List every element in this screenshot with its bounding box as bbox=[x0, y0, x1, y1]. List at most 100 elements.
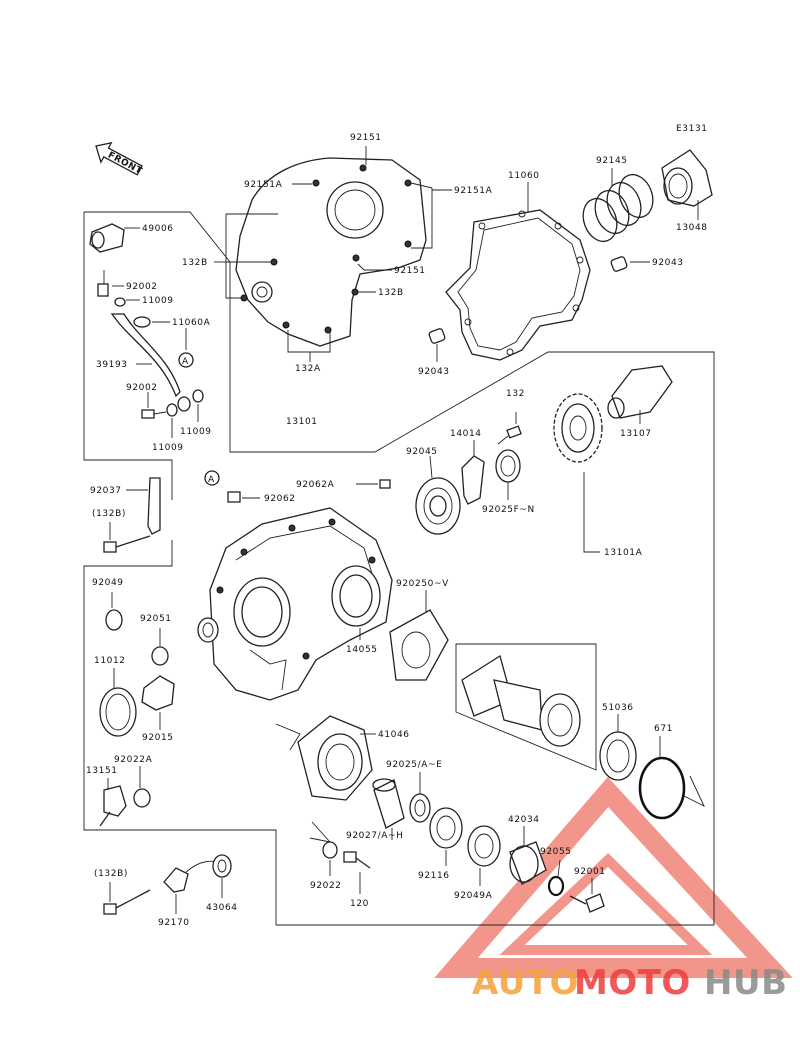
label-92043-right: 92043 bbox=[652, 258, 684, 268]
collar-92027ah bbox=[372, 778, 405, 840]
watermark-auto: AUTO bbox=[472, 963, 579, 1003]
label-92151-mid: 92151 bbox=[394, 266, 426, 276]
label-92049a: 92049A bbox=[454, 891, 493, 901]
label-11060: 11060 bbox=[508, 171, 540, 181]
bracket-92037 bbox=[126, 477, 161, 535]
label-13101a: 13101A bbox=[604, 548, 643, 558]
cap-11012 bbox=[99, 668, 137, 737]
label-92170: 92170 bbox=[158, 918, 190, 928]
shim-92025ae bbox=[409, 772, 431, 823]
label-92022a: 92022A bbox=[114, 755, 153, 765]
shim-920250v bbox=[389, 590, 449, 681]
washer-92022 bbox=[309, 821, 338, 876]
label-11009-b2: 11009 bbox=[180, 427, 212, 437]
shim-92025fn bbox=[495, 449, 521, 500]
label-92022: 92022 bbox=[310, 881, 342, 891]
assembly-frame bbox=[83, 211, 715, 926]
label-92015: 92015 bbox=[142, 733, 174, 743]
spring-92145 bbox=[582, 168, 654, 243]
label-13151: 13151 bbox=[86, 766, 118, 776]
housing-41046 bbox=[275, 715, 376, 801]
plug-92062 bbox=[227, 491, 260, 503]
label-132b-left: 132B bbox=[182, 258, 208, 268]
bolt-132b-p1 bbox=[103, 522, 151, 553]
label-14055: 14055 bbox=[346, 645, 378, 655]
label-92051: 92051 bbox=[140, 614, 172, 624]
label-11009-b1: 11009 bbox=[152, 443, 184, 453]
label-92062: 92062 bbox=[264, 494, 296, 504]
label-92045: 92045 bbox=[406, 447, 438, 457]
grommet-43064 bbox=[212, 854, 232, 898]
pinion-group-13101a bbox=[455, 472, 600, 771]
label-920250v: 920250~V bbox=[396, 579, 449, 589]
sensor-13151 bbox=[99, 778, 127, 827]
bolt-92001 bbox=[569, 878, 605, 913]
watermark-moto: MOTO bbox=[574, 963, 691, 1003]
bearing-42034 bbox=[509, 826, 547, 885]
label-13107: 13107 bbox=[620, 429, 652, 439]
bolt-92002-top bbox=[97, 270, 124, 297]
label-92001: 92001 bbox=[574, 867, 606, 877]
washers-11009-bot bbox=[166, 389, 204, 438]
bolt-132-mid bbox=[497, 412, 522, 445]
seal-92051 bbox=[151, 617, 219, 666]
seal-92049 bbox=[105, 592, 123, 631]
label-92027ah: 92027/A~H bbox=[346, 831, 404, 841]
bearing-92045 bbox=[415, 455, 461, 535]
pin-92043-left bbox=[428, 328, 446, 362]
label-92151a-right: 92151A bbox=[454, 186, 493, 196]
callout-a-case: A bbox=[208, 475, 215, 485]
label-92055: 92055 bbox=[540, 847, 572, 857]
plug-92062a bbox=[356, 479, 391, 489]
label-132b-right: 132B bbox=[378, 288, 404, 298]
label-132b-p1: (132B) bbox=[92, 509, 126, 519]
bolt-120 bbox=[343, 851, 371, 894]
label-14014: 14014 bbox=[450, 429, 482, 439]
diagram-code: E3131 bbox=[676, 124, 708, 134]
label-92002-top: 92002 bbox=[126, 282, 158, 292]
label-11012: 11012 bbox=[94, 656, 126, 666]
label-132b-p2: (132B) bbox=[94, 869, 128, 879]
oring-92055 bbox=[547, 859, 565, 897]
bearing-92116 bbox=[429, 807, 463, 866]
watermark-hub: HUB bbox=[704, 963, 787, 1003]
watermark-logo-icon bbox=[434, 776, 793, 978]
label-671: 671 bbox=[654, 724, 673, 734]
label-92025fn: 92025F~N bbox=[482, 505, 535, 515]
label-11009-top: 11009 bbox=[142, 296, 174, 306]
label-49006: 49006 bbox=[142, 224, 174, 234]
washer-92022a bbox=[133, 766, 151, 808]
label-92062a: 92062A bbox=[296, 480, 335, 490]
label-43064: 43064 bbox=[206, 903, 238, 913]
breather-49006 bbox=[89, 223, 140, 253]
final-gear-case bbox=[209, 507, 393, 701]
label-92145: 92145 bbox=[596, 156, 628, 166]
label-120: 120 bbox=[350, 899, 369, 909]
callout-a-top: A bbox=[182, 357, 189, 367]
label-92049: 92049 bbox=[92, 578, 124, 588]
plate-14014 bbox=[461, 440, 485, 505]
hose-11060a bbox=[110, 313, 194, 398]
label-13101: 13101 bbox=[286, 417, 318, 427]
label-42034: 42034 bbox=[508, 815, 540, 825]
gear-13107 bbox=[553, 365, 673, 463]
cover-leaders bbox=[214, 146, 452, 362]
seal-92049a bbox=[467, 825, 501, 886]
label-92025ae: 92025/A~E bbox=[386, 760, 442, 770]
ring-51036 bbox=[599, 714, 637, 781]
label-13048: 13048 bbox=[676, 223, 708, 233]
nut-92015 bbox=[141, 675, 175, 730]
label-132a-top: 132A bbox=[295, 364, 321, 374]
label-39193: 39193 bbox=[96, 360, 128, 370]
washer-11009-top bbox=[114, 297, 140, 307]
label-92151-top: 92151 bbox=[350, 133, 382, 143]
label-41046: 41046 bbox=[378, 730, 410, 740]
gasket-11060 bbox=[445, 182, 591, 361]
clamp-92170 bbox=[163, 860, 223, 914]
label-51036: 51036 bbox=[602, 703, 634, 713]
oring-671 bbox=[638, 736, 705, 820]
bolt-132b-p2 bbox=[103, 882, 151, 915]
label-11060a: 11060A bbox=[172, 318, 211, 328]
label-92043-left: 92043 bbox=[418, 367, 450, 377]
